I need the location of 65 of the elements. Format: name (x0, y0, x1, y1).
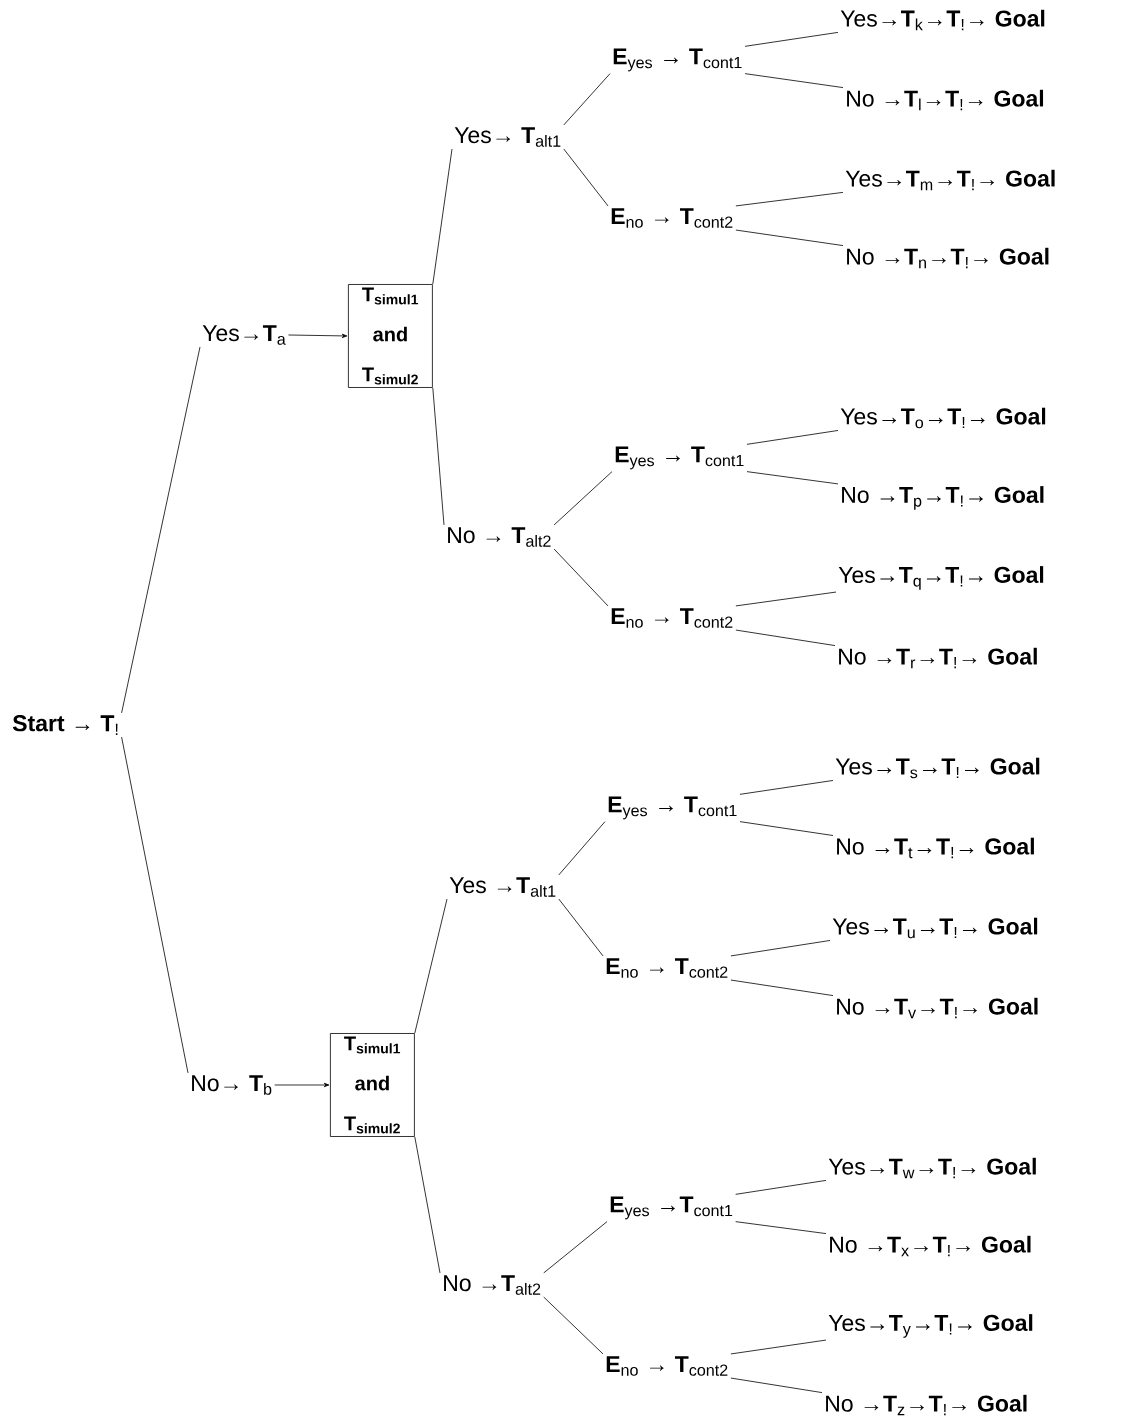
branch-label: No→ T$_{b}$ (192, 1075, 272, 1095)
branch-label: E$_{no}$ → T$_{cont2}$ (611, 208, 733, 228)
branch-label: E$_{no}$ → T$_{cont2}$ (606, 1356, 728, 1376)
outcome-label: Yes→T$_{s}$→T$_{!}$→ Goal (835, 757, 1040, 779)
branch-line (735, 591, 837, 607)
outcome-label: Yes→T$_{w}$→T$_{!}$→ Goal (828, 1157, 1036, 1179)
branch-label: E$_{yes}$ → T$_{cont1}$ (615, 446, 744, 470)
branch-line (558, 821, 606, 876)
outcome-label: No →T$_{l}$→T$_{!}$→ Goal (847, 89, 1044, 111)
branch-line (543, 1221, 608, 1274)
branch-line (739, 821, 834, 836)
branch-line (563, 73, 611, 126)
arrow (288, 333, 348, 338)
branch-line (553, 548, 609, 607)
branch-line (121, 346, 201, 714)
branch-label: E$_{yes}$ → T$_{cont1}$ (613, 48, 742, 72)
branch-label: E$_{yes}$ → T$_{cont1}$ (608, 796, 737, 820)
task-box: T$_{simul1}$ and T$_{simul2}$ (330, 1033, 415, 1137)
outcome-label: No →T$_{x}$→T$_{!}$→ Goal (830, 1235, 1031, 1257)
task-box: T$_{simul1}$ and T$_{simul2}$ (348, 284, 433, 388)
branch-label: Yes→ T$_{alt1}$ (454, 127, 561, 147)
branch-line (735, 1221, 827, 1234)
outcome-label: Yes→T$_{k}$→T$_{!}$→ Goal (840, 9, 1045, 31)
branch-line (744, 32, 839, 47)
branch-line (730, 1377, 823, 1393)
branch-line (744, 73, 844, 88)
outcome-label: No →T$_{r}$→T$_{!}$→ Goal (839, 647, 1037, 669)
outcome-label: Yes→T$_{y}$→T$_{!}$→ Goal (828, 1314, 1033, 1338)
branch-line (730, 1339, 827, 1355)
branch-label: No →T$_{alt2}$ (444, 1275, 541, 1295)
outcome-label: Yes→T$_{m}$→T$_{!}$→ Goal (845, 169, 1055, 191)
start-label: Start → T$_{!}$ (12, 715, 118, 735)
branch-line (558, 898, 604, 957)
branch-label: No → T$_{alt2}$ (448, 527, 551, 547)
outcome-label: Yes→T$_{o}$→T$_{!}$→ Goal (840, 407, 1046, 429)
branch-line (735, 629, 836, 646)
branch-label: Yes →T$_{alt1}$ (449, 877, 556, 897)
branch-line (746, 430, 839, 445)
outcome-label: Yes→T$_{u}$→T$_{!}$→ Goal (832, 917, 1038, 939)
branch-line (414, 898, 448, 1034)
branch-line (432, 387, 445, 526)
branch-line (735, 1180, 827, 1195)
branch-line (563, 148, 609, 207)
branch-label: Yes→T$_{a}$ (202, 325, 286, 345)
branch-line (543, 1296, 604, 1355)
branch-line (730, 979, 834, 996)
branch-label: E$_{no}$ → T$_{cont2}$ (611, 608, 733, 628)
outcome-label: No →T$_{z}$→T$_{!}$→ Goal (826, 1394, 1027, 1416)
outcome-label: No →T$_{n}$→T$_{!}$→ Goal (847, 247, 1049, 269)
branch-line (730, 940, 831, 957)
branch-line (414, 1136, 441, 1274)
outcome-label: No →T$_{v}$→T$_{!}$→ Goal (837, 997, 1038, 1019)
outcome-label: No →T$_{p}$→T$_{!}$→ Goal (842, 486, 1044, 510)
branch-line (553, 471, 613, 526)
branch-line (739, 780, 834, 795)
branch-line (121, 736, 189, 1074)
branch-label: E$_{yes}$ →T$_{cont1}$ (610, 1196, 733, 1220)
branch-line (735, 229, 844, 246)
outcome-label: No →T$_{t}$→T$_{!}$→ Goal (837, 837, 1034, 859)
branch-line (735, 192, 844, 207)
arrow (274, 1082, 330, 1088)
branch-label: E$_{no}$ → T$_{cont2}$ (606, 958, 728, 978)
outcome-label: Yes→T$_{q}$→T$_{!}$→ Goal (838, 566, 1044, 590)
branch-line (432, 148, 453, 285)
branch-line (746, 471, 839, 485)
